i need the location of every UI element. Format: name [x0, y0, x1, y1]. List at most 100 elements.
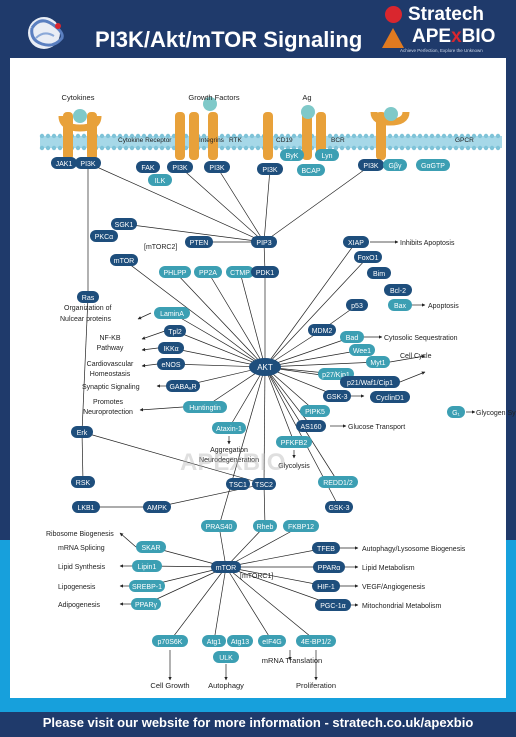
edge-akt-tpl2 — [174, 330, 266, 368]
node-pten: PTEN — [185, 236, 213, 248]
node-label-foxo1: FoxO1 — [357, 255, 378, 262]
node-pi3k_e: PI3K — [358, 159, 384, 171]
node-label-srebp1: SREBP-1 — [132, 584, 162, 591]
node-label-lkb1: LKB1 — [77, 505, 94, 512]
node-label-pras40: PRAS40 — [206, 524, 233, 531]
outcome-arrow-13 — [141, 363, 159, 368]
node-pdk1: PDK1 — [251, 266, 279, 278]
node-skar: SKAR — [136, 541, 166, 553]
label-cardio2: Homeostasis — [90, 371, 131, 378]
bcr-receptor-2 — [316, 112, 326, 160]
node-pkca: PKCα — [90, 230, 118, 242]
node-label-gsk3a: GSK-3 — [326, 394, 347, 401]
edge-akt-wee1 — [264, 348, 363, 368]
ligand-3 — [301, 105, 315, 119]
integrin-receptor — [175, 112, 185, 160]
node-label-hif1: HIF-1 — [317, 584, 335, 591]
node-gagtp: GαGTP — [416, 159, 450, 171]
label-growth_factors: Growth Factors — [188, 93, 240, 102]
edge-akt-as160 — [264, 366, 312, 427]
node-pi3k_c: PI3K — [204, 161, 230, 173]
label-org2: Nulcear proteins — [60, 316, 111, 323]
edge-pi3k_e-pip3 — [263, 164, 372, 243]
edge-akt-foxo1 — [264, 256, 369, 368]
edge-ctmp-akt — [239, 271, 266, 368]
label-inhibits_apoptosis: Inhibits Apoptosis — [400, 240, 455, 247]
node-label-mtor2: mTOR — [114, 258, 134, 265]
cytokine-receptor-cup — [58, 115, 102, 132]
node-mtor2: mTOR — [110, 254, 138, 266]
node-label-myt1: Myt1 — [370, 360, 385, 367]
node-gsk3a: GSK-3 — [323, 390, 351, 402]
footer-bar: Please visit our website for more inform… — [0, 712, 516, 737]
label-mtorc2: [mTORC2] — [144, 244, 177, 251]
node-label-fak: FAK — [141, 165, 155, 172]
node-label-gsk3b: GSK-3 — [328, 505, 349, 512]
node-jak1: JAK1 — [51, 157, 77, 169]
edge-akt-ataxin — [228, 366, 266, 429]
apexbio-watermark: APExBIO — [180, 449, 285, 476]
node-pi3k_d: PI3K — [257, 163, 283, 175]
label-autophagy_lyso: Autophagy/Lysosome Biogenesis — [362, 546, 466, 553]
outcome-arrow-5 — [399, 371, 426, 383]
node-label-pfkfb2: PFKFB2 — [281, 440, 308, 447]
node-label-atg1: Atg1 — [207, 639, 222, 646]
node-bcl2: Bcl-2 — [384, 284, 412, 296]
label-nfkb2: Pathway — [97, 345, 124, 352]
edge-akt-xiap — [264, 241, 357, 368]
node-label-pi3k_b: PI3K — [172, 165, 188, 172]
node-tpl2: Tpl2 — [164, 325, 186, 337]
node-label-ctmp: CTMP — [230, 270, 250, 277]
label-synaptic: Synaptic Signaling — [82, 384, 140, 391]
label-cardio1: Cardiovascular — [87, 361, 134, 368]
node-label-gby: Gβγ — [389, 163, 402, 170]
node-label-pi3k_d: PI3K — [262, 167, 278, 174]
label-mrna_splicing: mRNA Splicing — [58, 545, 105, 552]
outcome-arrow-10 — [137, 312, 152, 320]
node-redd: REDD1/2 — [318, 476, 358, 488]
label-mrna_translation: mRNA Translation — [262, 656, 322, 665]
label-ribosome: Ribosome Biogenesis — [46, 531, 114, 538]
node-fkbp12: FKBP12 — [283, 520, 319, 532]
node-eif4g: eIF4G — [258, 635, 286, 647]
edge-mtor1-bp12 — [225, 566, 317, 642]
node-label-erk: Erk — [77, 430, 88, 437]
node-akt-large: AKT — [249, 358, 281, 376]
edge-pi3k_a-pip3 — [87, 162, 265, 243]
node-tfeb: TFEB — [312, 542, 340, 554]
label-cd19: CD19 — [276, 137, 293, 144]
node-gabaar: GABAₐR — [166, 380, 200, 392]
node-cyclind1: CyclinD1 — [370, 391, 410, 403]
node-sgk1: SGK1 — [111, 218, 137, 230]
edge-fkbp12-mtor1 — [225, 525, 302, 568]
node-huntingtin: Huntingtin — [183, 401, 227, 413]
node-bax: Bax — [388, 299, 412, 311]
footer-text[interactable]: Please visit our website for more inform… — [42, 715, 474, 730]
header-bar — [0, 0, 516, 60]
edge-pi3k_d-pip3 — [262, 168, 271, 243]
edge-rheb-mtor1 — [225, 525, 266, 568]
node-label-p27: p27/Kip1 — [322, 372, 350, 379]
node-label-rsk: RSK — [76, 480, 91, 487]
label-bcr: BCR — [331, 137, 345, 144]
node-label-bim: Bim — [373, 271, 385, 278]
node-label-wee1: Wee1 — [353, 348, 371, 355]
node-label-lyn: Lyn — [321, 153, 332, 160]
node-ppara: PPARα — [313, 561, 345, 573]
node-pip3: PIP3 — [251, 236, 277, 248]
ligand-4 — [384, 107, 398, 121]
edge-akt-lamina — [171, 312, 266, 368]
node-label-fkbp12: FKBP12 — [288, 524, 314, 531]
node-label-atg13: Atg13 — [231, 639, 249, 646]
outcome-arrow-15 — [139, 406, 184, 412]
stratech-logo-icon — [385, 6, 402, 23]
node-label-ppara: PPARα — [318, 565, 341, 572]
label-glycolysis: Glycolysis — [278, 463, 310, 470]
label-autophagy: Autophagy — [208, 681, 244, 690]
node-label-jak1: JAK1 — [56, 161, 73, 168]
node-label-eif4g: eIF4G — [262, 639, 281, 646]
page-title: PI3K/Akt/mTOR Signaling — [95, 27, 363, 52]
protein-structure-image — [28, 17, 64, 49]
edge-pip3-sgk1 — [123, 222, 265, 243]
